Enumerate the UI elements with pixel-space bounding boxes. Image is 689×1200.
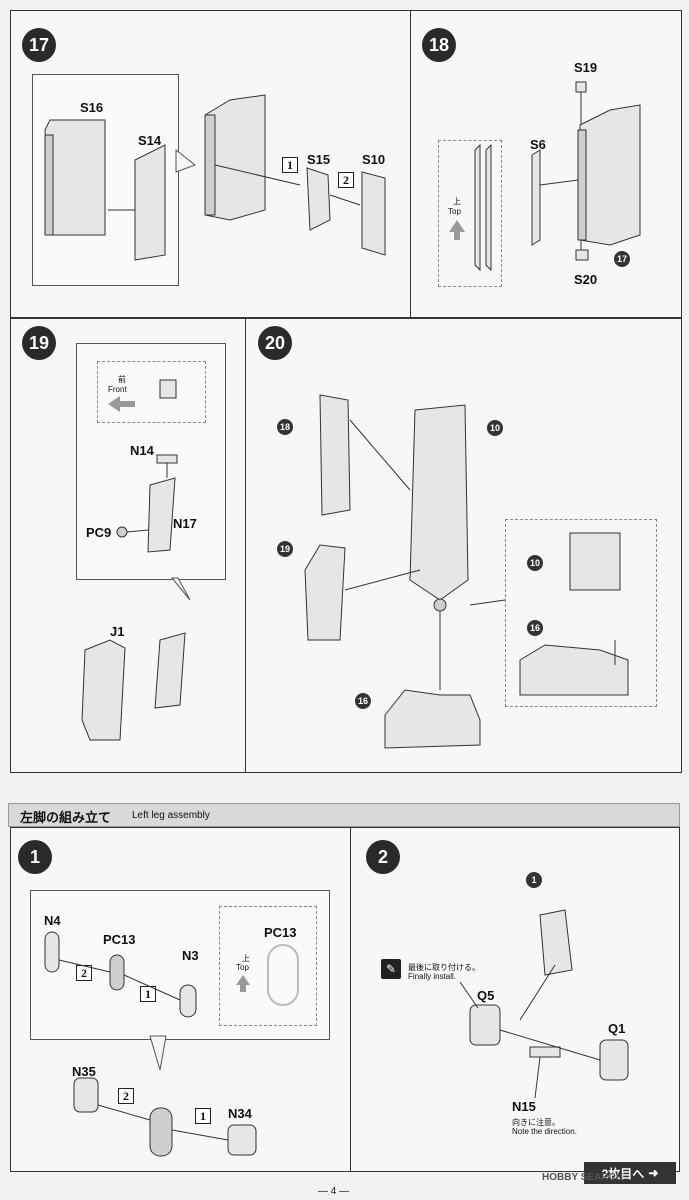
part-label-n17: N17	[173, 516, 197, 531]
leg-step-2-badge: 2	[366, 840, 400, 874]
ref-16-badge: 16	[355, 693, 371, 709]
part-s20	[575, 249, 589, 261]
part-s19	[575, 81, 587, 93]
s20-detail-inset	[505, 519, 657, 707]
part-step17-assembly	[579, 104, 641, 246]
part-j1	[81, 639, 126, 741]
part-s16-edge	[44, 134, 54, 236]
finally-install-jp: 最後に取り付ける。	[408, 963, 480, 972]
part-19	[304, 544, 346, 641]
s18-top-jp: 上	[453, 197, 461, 206]
ref-10-badge: 10	[487, 420, 503, 436]
part-s6	[531, 149, 541, 246]
s19-front-en: Front	[108, 385, 127, 394]
part-label-pc13: PC13	[103, 932, 136, 947]
next-sheet-text: 2枚目へ	[601, 1166, 645, 1181]
s19-front-jp: 前	[118, 375, 126, 384]
part-label-pc13-inset: PC13	[264, 925, 297, 940]
section-title-jp: 左脚の組み立て	[20, 810, 112, 825]
step-20-badge: 20	[258, 326, 292, 360]
part-n14	[156, 454, 178, 464]
step-19-badge: 19	[22, 326, 56, 360]
s19-front-inset	[97, 361, 206, 423]
part-label-q1: Q1	[608, 1021, 626, 1036]
part-label-n3: N3	[182, 948, 199, 963]
part-pc13-outline	[267, 944, 299, 1006]
leg-order-2b: 2	[118, 1088, 134, 1104]
ref-16-detail-badge: 16	[527, 620, 543, 636]
part-n4	[44, 931, 60, 973]
part-label-s15: S15	[307, 152, 331, 167]
part-10	[409, 404, 469, 601]
part-label-s16: S16	[80, 100, 104, 115]
part-pc13	[109, 954, 125, 991]
part-label-n35: N35	[72, 1064, 96, 1079]
part-n17	[147, 477, 176, 553]
ref-10-detail-badge: 10	[527, 555, 543, 571]
leg-step-2-panel	[350, 827, 680, 1172]
order-1-badge: 1	[282, 157, 298, 173]
next-sheet-label: 2枚目へ ➜	[584, 1162, 676, 1184]
ref-19-badge: 19	[277, 541, 293, 557]
leg-top-en: Top	[236, 963, 249, 972]
finally-install-en: Finally install.	[408, 972, 457, 981]
s18-top-en: Top	[448, 207, 461, 216]
step-18-badge: 18	[422, 28, 456, 62]
part-label-n4: N4	[44, 913, 61, 928]
leg-order-2a: 2	[76, 965, 92, 981]
section-header	[8, 803, 680, 827]
step-17-badge: 17	[22, 28, 56, 62]
part-q1	[599, 1039, 629, 1081]
part-label-n15: N15	[512, 1099, 536, 1114]
arrow-right-icon: ➜	[648, 1166, 659, 1180]
leg-order-1b: 1	[195, 1108, 211, 1124]
part-label-n14: N14	[130, 443, 154, 458]
order-2-badge: 2	[338, 172, 354, 188]
page-number: — 4 —	[318, 1186, 350, 1197]
part-label-n34: N34	[228, 1106, 252, 1121]
section-title-en: Left leg assembly	[132, 810, 210, 821]
leg-step-1-badge: 1	[18, 840, 52, 874]
part-label-q5: Q5	[477, 988, 495, 1003]
note-direction-jp: 向きに注意。	[512, 1118, 560, 1127]
part-label-s19: S19	[574, 60, 598, 75]
part-label-pc9: PC9	[86, 525, 112, 540]
part-n15	[529, 1046, 561, 1058]
ref-17-badge: 17	[614, 251, 630, 267]
pencil-note-icon: ✎	[381, 959, 401, 979]
leg-order-1a: 1	[140, 986, 156, 1002]
part-16	[384, 689, 481, 749]
part-n3	[179, 984, 197, 1018]
part-n34	[227, 1124, 257, 1156]
part-n17-b	[154, 632, 186, 709]
s18-top-inset	[438, 140, 502, 287]
part-step1-assembly	[539, 909, 573, 976]
note-direction-en: Note the direction.	[512, 1127, 577, 1136]
part-s10	[361, 171, 386, 256]
part-label-s6: S6	[530, 137, 546, 152]
part-label-s14: S14	[138, 133, 162, 148]
part-pc9	[116, 526, 128, 538]
part-s15	[306, 167, 331, 231]
watermark: HOBBY SEARCH	[542, 1172, 623, 1183]
part-q5	[469, 1004, 501, 1046]
part-s14	[134, 144, 166, 261]
leg-top-jp: 上	[242, 954, 250, 963]
part-s16	[44, 119, 106, 236]
pc13-top-inset	[219, 906, 317, 1026]
ref-1-badge: 1	[526, 872, 542, 888]
part-18	[319, 394, 351, 516]
arrow-left-icon	[108, 396, 135, 412]
part-label-j1: J1	[110, 624, 125, 639]
part-pc13-b	[149, 1107, 173, 1157]
part-label-s20: S20	[574, 272, 598, 287]
part-n35	[73, 1077, 99, 1113]
ref-18-badge: 18	[277, 419, 293, 435]
part-label-s10: S10	[362, 152, 386, 167]
arrow-up-icon	[449, 220, 465, 240]
